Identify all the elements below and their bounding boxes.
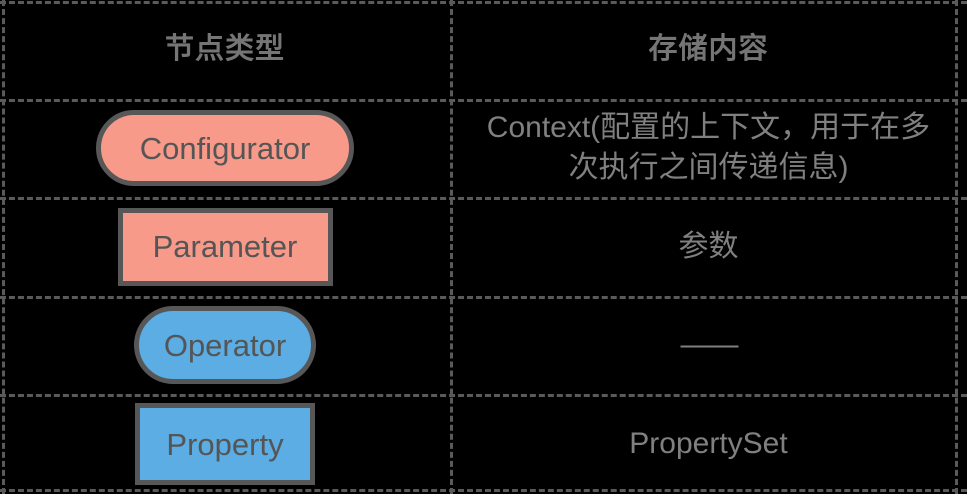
node-label-configurator: Configurator: [139, 130, 311, 166]
node-shape-operator[interactable]: Operator: [134, 306, 316, 384]
column-header-stored-content: 存储内容: [648, 33, 769, 66]
node-cell-parameter: Parameter: [0, 197, 450, 296]
node-label-parameter: Parameter: [152, 229, 298, 264]
content-cell-operator: ——: [450, 296, 967, 394]
table-row: Operator ——: [0, 296, 967, 394]
node-shape-property[interactable]: Property: [135, 403, 315, 485]
node-cell-operator: Operator: [0, 296, 450, 394]
table-row: Parameter 参数: [0, 197, 967, 296]
content-cell-parameter: 参数: [450, 197, 967, 296]
node-shape-parameter[interactable]: Parameter: [117, 207, 333, 286]
table-header-row: 节点类型 存储内容: [0, 0, 967, 99]
content-text-configurator: Context(配置的上下文，用于在多次执行之间传递信息): [486, 111, 931, 184]
table-row: Property PropertySet: [0, 394, 967, 494]
node-label-operator: Operator: [163, 327, 287, 363]
table-row: Configurator Context(配置的上下文，用于在多次执行之间传递信…: [0, 99, 967, 197]
node-label-property: Property: [166, 426, 284, 462]
node-shape-configurator[interactable]: Configurator: [96, 110, 354, 186]
column-header-node-type: 节点类型: [164, 33, 285, 66]
header-cell-stored-content: 存储内容: [450, 0, 967, 99]
node-cell-property: Property: [0, 394, 450, 494]
content-cell-configurator: Context(配置的上下文，用于在多次执行之间传递信息): [450, 99, 967, 197]
content-cell-property: PropertySet: [450, 394, 967, 494]
header-cell-node-type: 节点类型: [0, 0, 450, 99]
node-cell-configurator: Configurator: [0, 99, 450, 197]
content-text-operator: ——: [680, 328, 739, 361]
content-text-property: PropertySet: [629, 427, 788, 461]
content-text-parameter: 参数: [678, 229, 739, 263]
